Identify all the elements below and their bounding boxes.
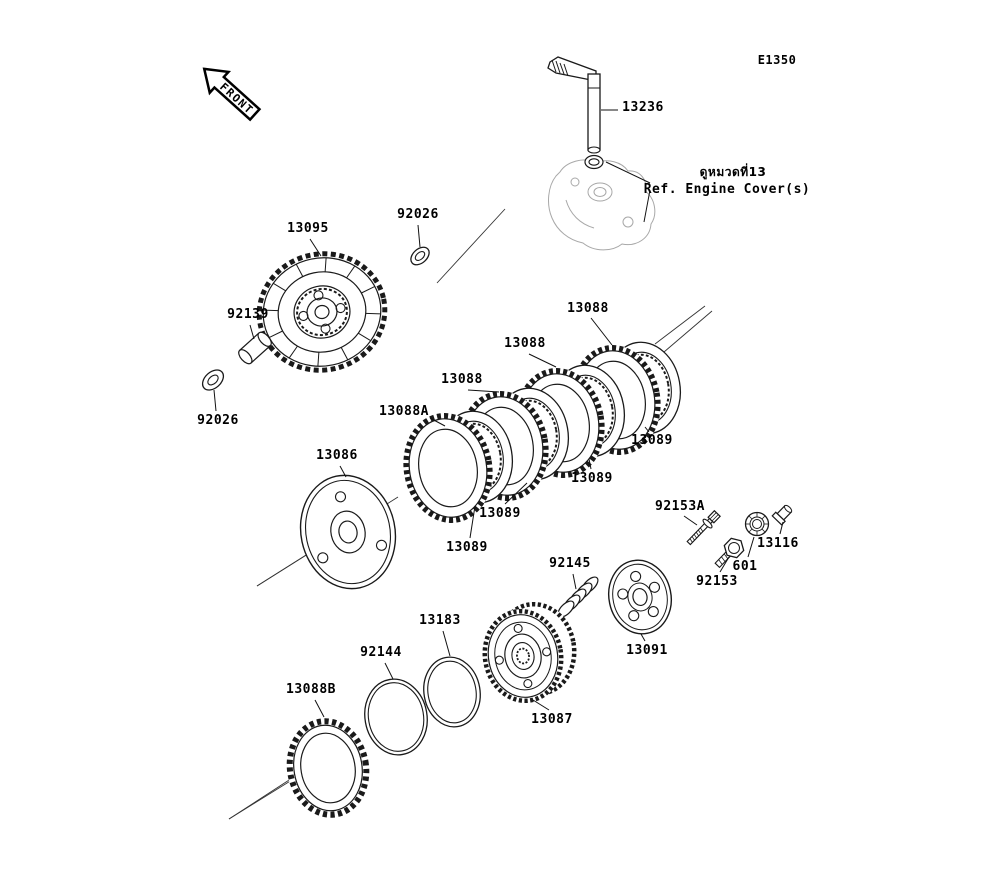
part-label-92145: 92145 [549,556,591,571]
part-92153A-bolt [686,509,721,546]
part-label-13095: 13095 [287,221,329,236]
part-label-13088-2: 13088 [504,336,546,351]
part-label-13088A: 13088A [379,404,429,419]
leader-lines [213,109,784,718]
part-label-92139: 92139 [227,307,269,322]
part-13183-ring [423,656,481,728]
part-13236-release-shaft [547,56,604,170]
part-601-bearing [744,511,770,537]
part-label-13086: 13086 [316,448,358,463]
part-label-92153A: 92153A [655,499,705,514]
part-label-92026-bottom: 92026 [197,413,239,428]
part-label-13088B: 13088B [286,682,336,697]
part-label-13089-3: 13089 [479,506,521,521]
part-label-13087: 13087 [531,712,573,727]
part-label-13089-2: 13089 [571,471,613,486]
part-label-92026-top: 92026 [397,207,439,222]
part-label-13091: 13091 [626,643,668,658]
part-label-13116: 13116 [757,536,799,551]
ref-note-thai: ดูหมวดที่13 [699,165,767,179]
part-label-13088-1: 13088 [567,301,609,316]
part-92153-bolt [714,537,745,569]
part-label-13089-4: 13089 [446,540,488,555]
part-label-13183: 13183 [419,613,461,628]
part-13087-clutch-hub [482,601,577,704]
part-label-92153: 92153 [696,574,738,589]
part-label-13089-1: 13089 [631,433,673,448]
part-label-92144: 92144 [360,645,402,660]
part-13095-clutch-housing [256,250,388,374]
part-92139-collar [238,331,272,365]
page-code: E1350 [757,53,797,67]
part-13086-pressure-plate [299,474,397,590]
part-92145-spring [557,576,599,618]
part-label-13236: 13236 [622,100,664,115]
part-92144-ring [364,678,428,756]
part-label-601: 601 [732,559,758,574]
part-92026-oring-bottom [201,369,225,391]
front-arrow-label: FRONT [217,80,256,117]
part-13116-tappet [771,504,793,526]
part-13088B-friction-ring [286,718,370,818]
part-label-13088-3: 13088 [441,372,483,387]
part-13091-spring-plate [608,559,672,635]
ref-note-english: Ref. Engine Cover(s) [643,182,811,197]
front-arrow: FRONT [202,67,262,122]
engine-cover-sketch [548,159,656,251]
part-92026-oring-top [410,246,430,266]
